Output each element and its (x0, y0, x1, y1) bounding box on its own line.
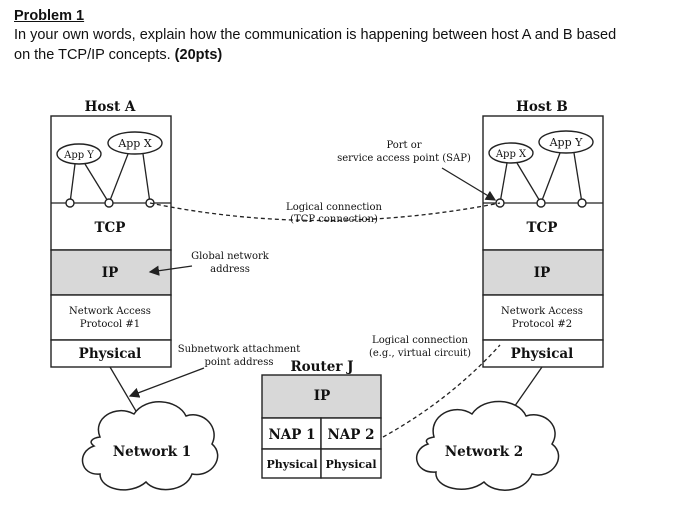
host-b-title: Host B (516, 99, 568, 115)
logical-vc-connection-line (382, 344, 501, 438)
host-b-nap-line1: Network Access (501, 306, 583, 317)
logical-tcp-line2: (TCP connection) (290, 214, 378, 225)
logical-tcp-connection-line (149, 202, 501, 222)
router-stack (261, 374, 382, 479)
problem-points: (20pts) (174, 47, 223, 63)
host-b-ip-layer (482, 249, 604, 296)
host-b-app-x-label: App X (495, 149, 527, 160)
host-a-app-x-label: App X (117, 137, 152, 150)
problem-text-line2-body: on the TCP/IP concepts. (14, 47, 175, 63)
host-b-nap-layer (482, 294, 604, 341)
router-phys2-label: Physical (325, 458, 376, 471)
problem-title: Problem 1 (14, 8, 85, 24)
host-a-physical-label: Physical (79, 346, 142, 362)
host-a-tcp-label: TCP (95, 220, 126, 236)
host-b-app-y (538, 130, 594, 154)
global-address-arrow (148, 265, 193, 276)
router-phys2-cell (320, 448, 382, 479)
network-1-cloud (81, 401, 219, 491)
problem-text-line1: In your own words, explain how the commu… (14, 27, 617, 43)
logical-tcp-line1: Logical connection (286, 202, 382, 213)
host-b-physical-layer (482, 339, 604, 368)
router-nap1-label: NAP 1 (268, 427, 315, 443)
network-2-cloud (415, 400, 560, 491)
host-a-nap-layer (50, 294, 172, 341)
port-sap-line2: service access point (SAP) (337, 153, 471, 164)
network-1-label: Network 1 (113, 444, 191, 460)
host-a-app-y (56, 143, 102, 165)
host-a-app-y-label: App Y (63, 150, 94, 161)
global-address-line1: Global network (191, 251, 270, 262)
host-b-physical-label: Physical (511, 346, 574, 362)
logical-vc-line2: (e.g., virtual circuit) (369, 348, 471, 359)
router-phys1-label: Physical (266, 458, 317, 471)
global-address-line2: address (210, 264, 250, 275)
port-sap-arrow (441, 167, 497, 201)
host-a-title: Host A (85, 99, 136, 115)
router-nap2-label: NAP 2 (327, 427, 374, 443)
problem-text-line2: on the TCP/IP concepts. (20pts) (14, 47, 222, 63)
host-b-port-3 (577, 198, 587, 208)
host-b-app-y-label: App Y (549, 136, 584, 149)
router-nap2-cell (320, 417, 382, 450)
subnet-attach-arrow (128, 367, 205, 398)
router-ip-label: IP (314, 388, 330, 404)
subnet-attach-line2: point address (205, 357, 274, 368)
host-a-nap-line1: Network Access (69, 306, 151, 317)
router-nap1-cell (261, 417, 322, 450)
host-a-port-2 (104, 198, 114, 208)
host-a-nap-line2: Protocol #1 (80, 319, 140, 330)
logical-vc-line1: Logical connection (372, 335, 468, 346)
host-a-ip-label: IP (102, 265, 118, 281)
host-b-port-2 (536, 198, 546, 208)
host-b-tcp-label: TCP (527, 220, 558, 236)
host-b-nap-line2: Protocol #2 (512, 319, 572, 330)
port-sap-line1: Port or (386, 140, 421, 151)
host-a-physical-layer (50, 339, 172, 368)
subnet-attach-line1: Subnetwork attachment (178, 344, 301, 355)
router-title: Router J (290, 359, 353, 375)
host-a-port-1 (65, 198, 75, 208)
network-2-label: Network 2 (445, 444, 523, 460)
router-ip-layer (261, 374, 382, 419)
host-b-ip-label: IP (534, 265, 550, 281)
host-b-app-x (488, 142, 534, 164)
host-a-app-x (107, 131, 163, 155)
